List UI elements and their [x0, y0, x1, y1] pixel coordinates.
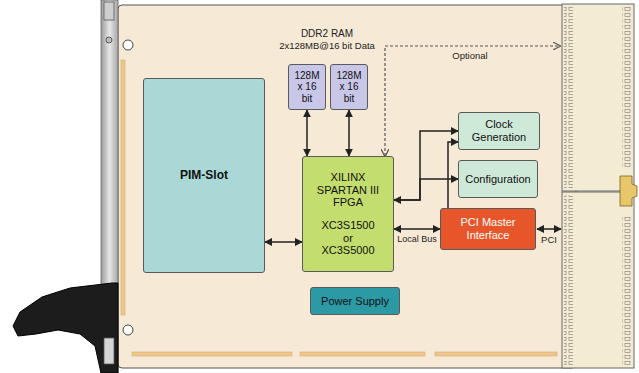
mounting-hole [123, 325, 133, 335]
connector-pins [564, 195, 573, 365]
memory-chip: 128M x 16 bit [330, 64, 368, 110]
panel-screw [106, 37, 112, 43]
bus-arrow [448, 142, 458, 208]
pci-link [537, 228, 561, 230]
bus-arrow [394, 228, 440, 230]
fpga-block: XILINX SPARTAN III FPGA XC3S1500 or XC3S5… [302, 156, 394, 272]
connector-pins [564, 7, 573, 188]
node-text: 128M x 16 bit [333, 70, 365, 105]
module-slot: PIM-Slot [143, 78, 265, 273]
connector-pins [622, 215, 631, 365]
node-text: Power Supply [321, 295, 389, 308]
bus-label: Local Bus [397, 235, 437, 245]
memory-caption: 2x128MB@16 bit Data [279, 41, 375, 51]
power-box: Power Supply [310, 287, 400, 315]
function-box: Clock Generation [458, 112, 540, 150]
memory-caption: DDR2 RAM [301, 28, 353, 39]
ejector-handle [13, 283, 118, 373]
node-text: PIM-Slot [180, 169, 228, 183]
interface-box: PCI Master Interface [440, 208, 536, 250]
bus-label: Optional [452, 51, 487, 61]
panel-tab [104, 2, 114, 20]
panel-latch [104, 338, 114, 364]
guide-pin [620, 176, 637, 206]
function-box: Configuration [458, 160, 538, 198]
board-edge-strip [121, 60, 125, 315]
bus-label: PCI [541, 235, 557, 245]
board-rail [435, 352, 557, 356]
node-text: Clock Generation [462, 118, 536, 143]
bus-arrow [348, 110, 350, 156]
bus-arrow [306, 110, 308, 156]
backplane-connector [562, 4, 634, 191]
mounting-hole [123, 40, 133, 50]
connector-pins [622, 7, 631, 167]
node-text: 128M x 16 bit [291, 70, 323, 105]
pcb-board [118, 5, 576, 368]
board-rail [132, 352, 292, 356]
backplane-connector [562, 192, 634, 368]
optional-link [385, 46, 560, 156]
node-text: Configuration [465, 173, 530, 186]
node-text: PCI Master Interface [444, 216, 532, 241]
node-text: XILINX SPARTAN III FPGA [312, 171, 384, 209]
memory-chip: 128M x 16 bit [288, 64, 326, 110]
board-rail [300, 352, 425, 356]
node-text: XC3S1500 or XC3S5000 [319, 219, 377, 257]
bus-arrow [265, 241, 302, 243]
